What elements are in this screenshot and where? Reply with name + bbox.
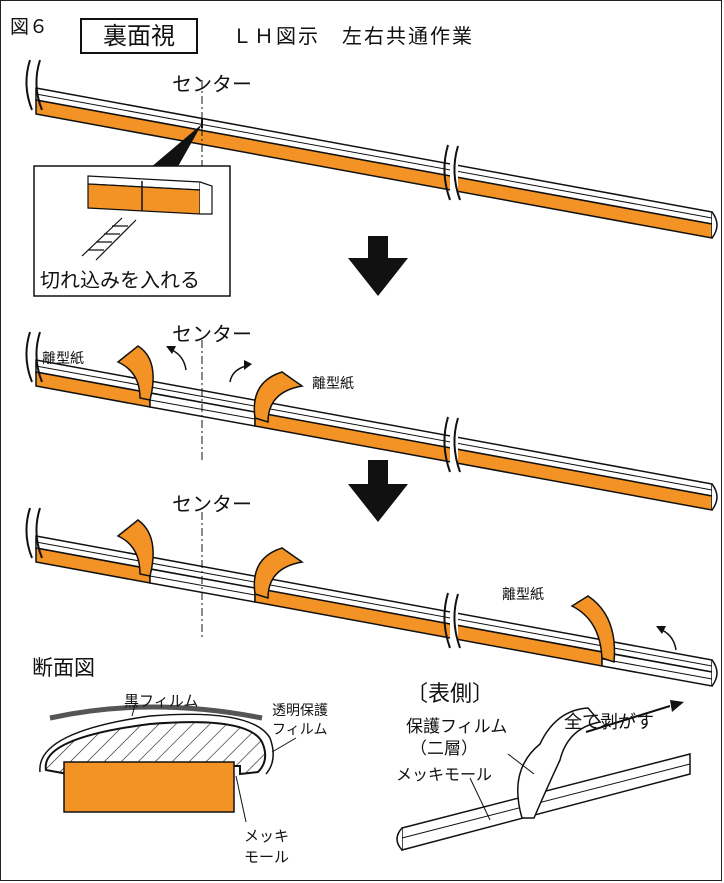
clear-film-label-line2: フィルム <box>272 722 328 738</box>
mekki-molding-label: メッキモール <box>396 765 493 784</box>
step-arrow-2 <box>348 460 408 522</box>
figure-label: 図６ <box>10 16 49 38</box>
release-paper-label-2: 離型紙 <box>312 376 354 392</box>
release-paper-label-3: 離型紙 <box>502 587 544 603</box>
front-side-title: 〔表側〕 <box>406 682 495 707</box>
figure-subtitle: ＬＨ図示 左右共通作業 <box>232 24 474 48</box>
center-label-3: センター <box>172 492 252 516</box>
black-film-label: 黒フィルム <box>124 692 199 710</box>
cut-detail-box <box>33 165 231 297</box>
step-arrow-1 <box>348 236 408 296</box>
front-side-drawing <box>396 700 691 851</box>
protective-film-label-line2: （二層） <box>410 739 478 759</box>
view-title-box: 裏面視 <box>80 18 198 54</box>
zoom-pointer <box>150 124 202 170</box>
mekki-label-line1: メッキ <box>244 827 290 845</box>
cross-section-drawing <box>39 701 297 823</box>
center-label-1: センター <box>172 72 252 96</box>
clear-film-label-line1: 透明保護 <box>272 703 328 719</box>
cut-instruction: 切れ込みを入れる <box>40 268 200 292</box>
peel-all-label: 全て剥がす <box>564 712 654 733</box>
molding-bar-3 <box>25 507 718 687</box>
molding-bar-2 <box>25 331 718 511</box>
protective-film-label-line1: 保護フィルム <box>406 717 508 737</box>
molding-bar-1 <box>25 59 718 239</box>
mekki-label-line2: モール <box>244 848 290 866</box>
release-paper-label-1: 離型紙 <box>42 351 84 367</box>
center-label-2: センター <box>172 322 252 346</box>
section-title: 断面図 <box>32 656 95 680</box>
